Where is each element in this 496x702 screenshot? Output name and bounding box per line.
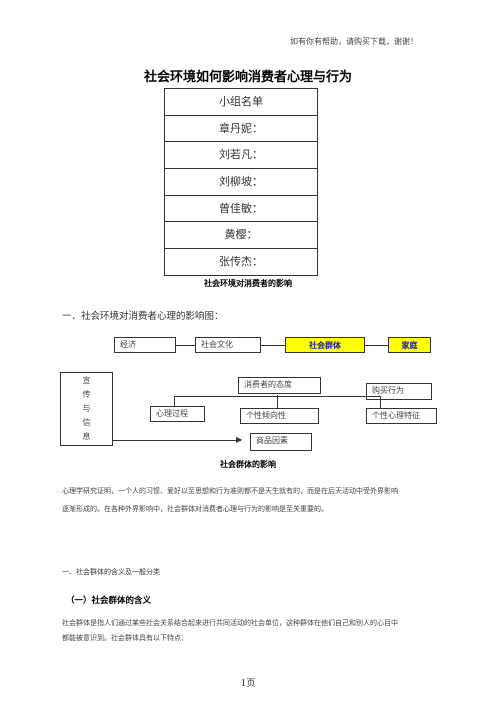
member-row: 刘若凡： [165, 142, 317, 170]
diagram-box-mental-process: 心理过程 [150, 406, 205, 422]
connector-line [365, 345, 388, 346]
publicity-char: 与 [82, 404, 91, 413]
paragraph-definition-line: 都能被意识到。社会群体具有以下特点： [62, 634, 188, 642]
caption-environment: 社会环境对消费者的影响 [204, 278, 292, 288]
diagram-box-economy: 经济 [114, 337, 176, 353]
page-number: 1页 [240, 679, 256, 689]
member-table-header: 小组名单 [165, 89, 317, 116]
diagram-box-attitude: 消费者的态度 [238, 377, 321, 394]
paragraph-definition-line: 社会群体是指人们通过某些社会关系结合起来进行共同活动的社会单位，这种群体在他们自… [62, 619, 398, 627]
connector-line [174, 396, 175, 407]
member-row: 刘柳坡： [165, 169, 317, 196]
member-row: 章丹妮： [165, 116, 317, 143]
paragraph-intro-line: 心理学研究证明，一个人的习惯、爱好以至思想和行为准则都不是天生就有的，而是在后天… [62, 487, 398, 495]
publicity-char: 信 [82, 418, 91, 427]
diagram-box-publicity: 宣 传 与 信 息 [60, 372, 113, 446]
subheading-definition: （一）社会群体的含义 [66, 596, 152, 606]
arrow-line-to-product [112, 440, 241, 441]
document-title: 社会环境如何影响消费者心理与行为 [143, 70, 352, 85]
subheading-group-meaning: 一、社会群体的含义及一般分类 [62, 568, 160, 576]
caption-social-group: 社会群体的影响 [220, 459, 276, 469]
connector-line [261, 345, 285, 346]
member-row: 黄樱： [165, 222, 317, 250]
member-table: 小组名单 章丹妮： 刘若凡： 刘柳坡： 曾佳敏： 黄樱： 张传杰： [164, 88, 318, 276]
connector-line [176, 345, 195, 346]
arrow-right-icon: ▶ [236, 435, 243, 444]
section-heading: 一．社会环境对消费者心理的影响图： [62, 311, 224, 322]
header-note: 如有你有帮助，请购买下载，谢谢！ [290, 37, 418, 46]
diagram-box-trait: 个性心理特征 [366, 408, 437, 424]
diagram-box-tendency: 个性倾向性 [240, 408, 319, 424]
diagram-box-social-group: 社会群体 [285, 337, 365, 353]
diagram-box-culture: 社会文化 [195, 337, 261, 353]
publicity-char: 宣 [82, 376, 91, 385]
connector-line [380, 396, 381, 408]
connector-line [277, 395, 278, 409]
member-row: 曾佳敏： [165, 196, 317, 223]
paragraph-intro-line: 逐渐形成的。在各种外界影响中，社会群体对消费者心理与行为的影响是至关重要的。 [62, 505, 328, 513]
publicity-char: 息 [82, 432, 91, 441]
diagram-box-purchase: 购买行为 [366, 383, 432, 400]
publicity-char: 传 [82, 390, 91, 399]
diagram-box-family: 家庭 [388, 337, 431, 353]
diagram-box-product: 商品因素 [250, 433, 312, 451]
member-row: 张传杰： [219, 255, 263, 269]
